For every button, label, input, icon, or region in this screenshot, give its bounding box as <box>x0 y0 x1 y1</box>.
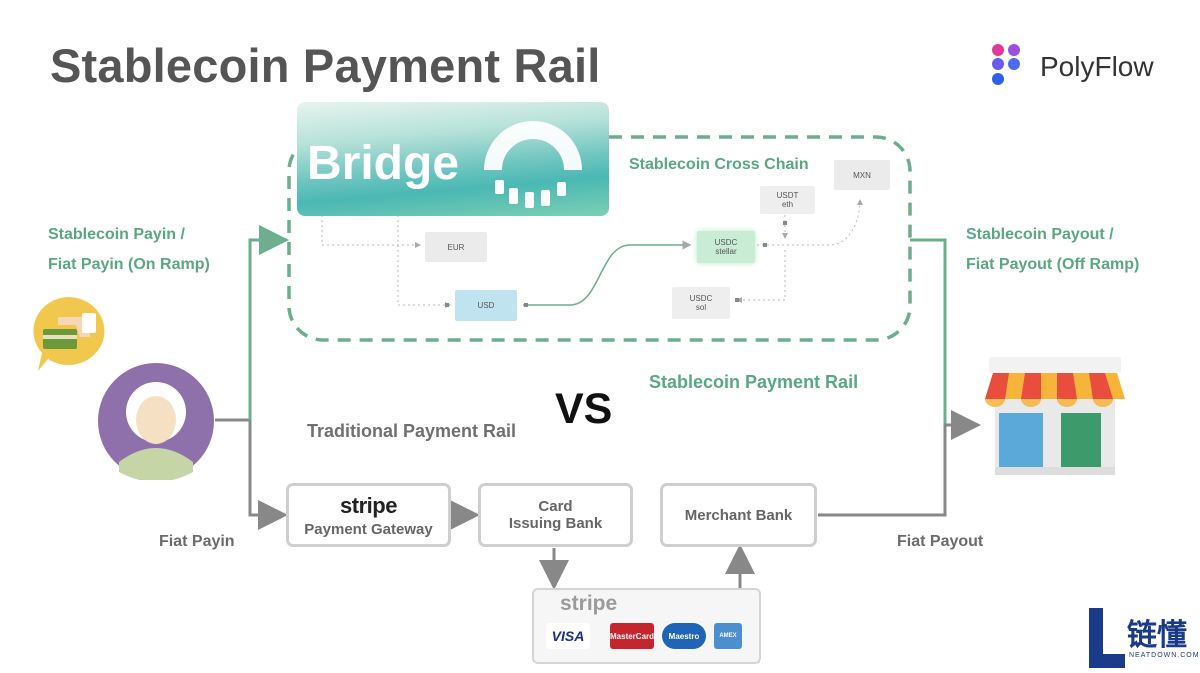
maestro-logo: Maestro <box>662 623 706 649</box>
stripe-logo-grey: stripe <box>560 592 618 615</box>
payment-gateway-box: stripe Payment Gateway <box>286 483 451 547</box>
vs-label: VS <box>555 385 613 433</box>
brand-name: PolyFlow <box>1040 51 1154 82</box>
merchant-store-icon <box>985 357 1125 475</box>
token-usdt-eth: USDT eth <box>760 186 815 214</box>
customer-avatar-icon <box>98 363 214 480</box>
merchant-bank-box: Merchant Bank <box>660 483 817 547</box>
offramp-label: Stablecoin Payout / Fiat Payout (Off Ram… <box>966 226 1140 273</box>
watermark-logo: 链懂 NEATDOWN.COM <box>1087 606 1200 670</box>
token-usdc-sol: USDC sol <box>672 287 730 319</box>
bridge-arc-icon <box>484 121 582 208</box>
stripe-logo: stripe <box>340 492 397 518</box>
card-issuing-bank-box: Card Issuing Bank <box>478 483 633 547</box>
token-usd: USD <box>455 290 517 321</box>
page-title: Stablecoin Payment Rail <box>50 39 601 92</box>
watermark-l-icon <box>1089 608 1125 668</box>
amex-logo: AMEX <box>714 623 742 649</box>
bridge-wordmark: Bridge <box>307 137 460 190</box>
polyflow-logo-icon <box>992 44 1020 85</box>
card-networks-box: stripe VISA MasterCard Maestro AMEX <box>532 588 761 664</box>
card-payment-bubble-icon <box>33 296 105 371</box>
fiat-payin-label: Fiat Payin <box>159 533 235 550</box>
token-eur: EUR <box>425 232 487 262</box>
stablecoin-rail-label: Stablecoin Payment Rail <box>649 372 859 392</box>
cross-chain-label: Stablecoin Cross Chain <box>629 156 809 173</box>
bridge-banner: Bridge <box>297 102 609 216</box>
onramp-label: Stablecoin Payin / Fiat Payin (On Ramp) <box>48 226 210 273</box>
fiat-payout-label: Fiat Payout <box>897 533 984 550</box>
token-mxn: MXN <box>834 160 890 190</box>
mastercard-logo: MasterCard <box>610 623 654 649</box>
watermark-sub: NEATDOWN.COM <box>1129 652 1200 659</box>
watermark-chars: 链懂 <box>1127 618 1187 653</box>
token-usdc-stellar: USDC stellar <box>697 231 755 263</box>
visa-logo: VISA <box>546 623 590 649</box>
traditional-rail-label: Traditional Payment Rail <box>307 421 517 441</box>
